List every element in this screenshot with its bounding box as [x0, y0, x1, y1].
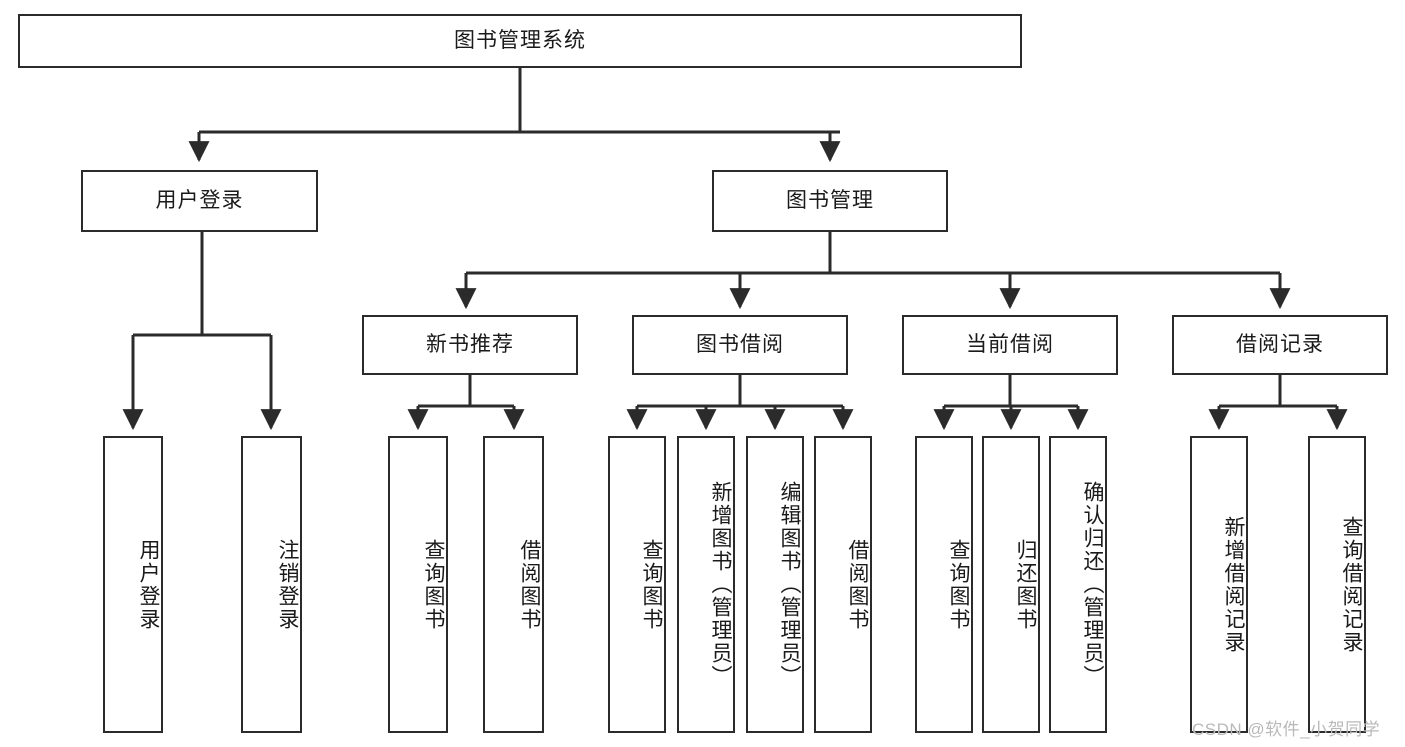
leaf-node[interactable]: 新增借阅记录 — [1190, 436, 1248, 733]
leaf-label: 确认归还（管理员） — [1081, 481, 1104, 688]
node-borrow-record[interactable]: 借阅记录 — [1172, 315, 1388, 375]
leaf-label: 借阅图书 — [518, 538, 541, 631]
node-new-book-recommendation[interactable]: 新书推荐 — [362, 315, 578, 375]
node-current-borrow[interactable]: 当前借阅 — [902, 315, 1118, 375]
leaf-label: 编辑图书（管理员） — [778, 481, 801, 688]
leaf-node[interactable]: 确认归还（管理员） — [1049, 436, 1107, 733]
leaf-label: 注销登录 — [276, 538, 299, 631]
node-book-borrow[interactable]: 图书借阅 — [632, 315, 848, 375]
node-root[interactable]: 图书管理系统 — [18, 14, 1022, 68]
leaf-node[interactable]: 借阅图书 — [483, 436, 544, 733]
csdn-watermark: CSDN @软件_小贺同学 — [1192, 720, 1381, 739]
leaf-label: 用户登录 — [137, 538, 160, 631]
leaf-label: 查询图书 — [422, 538, 445, 631]
leaf-node[interactable]: 查询图书 — [388, 436, 448, 733]
node-user-login[interactable]: 用户登录 — [81, 170, 318, 232]
leaf-node[interactable]: 借阅图书 — [814, 436, 872, 733]
leaf-node[interactable]: 编辑图书（管理员） — [746, 436, 804, 733]
leaf-label: 借阅图书 — [846, 538, 869, 631]
leaf-node[interactable]: 查询借阅记录 — [1308, 436, 1366, 733]
leaf-node[interactable]: 查询图书 — [608, 436, 666, 733]
leaf-node[interactable]: 查询图书 — [915, 436, 973, 733]
leaf-node[interactable]: 用户登录 — [103, 436, 163, 733]
leaf-label: 新增借阅记录 — [1222, 515, 1245, 654]
leaf-label: 新增图书（管理员） — [709, 481, 732, 688]
leaf-label: 查询图书 — [947, 538, 970, 631]
leaf-label: 查询图书 — [640, 538, 663, 631]
leaf-label: 查询借阅记录 — [1340, 515, 1363, 654]
leaf-node[interactable]: 注销登录 — [241, 436, 302, 733]
leaf-label: 归还图书 — [1014, 538, 1037, 631]
leaf-node[interactable]: 归还图书 — [982, 436, 1040, 733]
node-book-management[interactable]: 图书管理 — [712, 170, 948, 232]
leaf-node[interactable]: 新增图书（管理员） — [677, 436, 735, 733]
